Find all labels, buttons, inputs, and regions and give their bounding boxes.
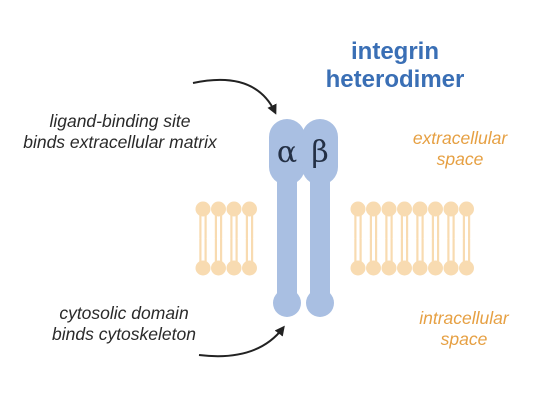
diagram-title: integrin heterodimer bbox=[305, 38, 485, 94]
inner-lipid-head bbox=[397, 260, 412, 276]
extracellular-line-2: space bbox=[436, 149, 484, 169]
outer-lipid-head bbox=[242, 201, 257, 217]
cytosolic-arrow bbox=[198, 325, 285, 358]
outer-lipid-head bbox=[211, 201, 226, 217]
title-line-1: integrin bbox=[351, 38, 439, 65]
lipid-bilayer bbox=[195, 201, 474, 276]
outer-lipid-head bbox=[397, 201, 412, 217]
ligand-binding-label: ligand-binding site binds extracellular … bbox=[2, 111, 238, 153]
alpha-symbol: α bbox=[276, 135, 298, 170]
outer-lipid-head bbox=[350, 201, 366, 217]
outer-lipid-head bbox=[459, 201, 474, 217]
outer-lipid-head bbox=[226, 201, 242, 217]
extracellular-space-label: extracellular space bbox=[400, 128, 520, 170]
extracellular-line-1: extracellular bbox=[412, 128, 508, 148]
inner-lipid-head bbox=[381, 260, 397, 276]
outer-lipid-head bbox=[443, 201, 459, 217]
intracellular-line-2: space bbox=[440, 329, 488, 349]
beta-subunit bbox=[302, 119, 338, 317]
ligand-arrow bbox=[192, 79, 277, 115]
outer-lipid-head bbox=[381, 201, 397, 217]
title-line-2: heterodimer bbox=[325, 66, 465, 93]
cytosolic-domain-label: cytosolic domain binds cytoskeleton bbox=[44, 303, 204, 345]
outer-lipid-head bbox=[412, 201, 428, 217]
inner-lipid-head bbox=[195, 260, 211, 276]
cytosolic-label-line-2: binds cytoskeleton bbox=[52, 324, 196, 344]
inner-lipid-head bbox=[242, 260, 257, 276]
ligand-label-line-1: ligand-binding site bbox=[49, 111, 191, 131]
inner-lipid-head bbox=[412, 260, 428, 276]
cytosolic-label-line-1: cytosolic domain bbox=[59, 303, 189, 323]
inner-lipid-head bbox=[366, 260, 381, 276]
ligand-label-line-2: binds extracellular matrix bbox=[23, 132, 217, 152]
intracellular-space-label: intracellular space bbox=[404, 308, 524, 350]
inner-lipid-head bbox=[443, 260, 459, 276]
inner-lipid-head bbox=[428, 260, 443, 276]
outer-lipid-head bbox=[366, 201, 381, 217]
alpha-subunit bbox=[269, 119, 305, 317]
beta-symbol: β bbox=[311, 135, 329, 170]
inner-lipid-head bbox=[226, 260, 242, 276]
inner-lipid-head bbox=[350, 260, 366, 276]
outer-lipid-head bbox=[428, 201, 443, 217]
inner-lipid-head bbox=[211, 260, 226, 276]
intracellular-line-1: intracellular bbox=[419, 308, 509, 328]
inner-lipid-head bbox=[459, 260, 474, 276]
outer-lipid-head bbox=[195, 201, 211, 217]
